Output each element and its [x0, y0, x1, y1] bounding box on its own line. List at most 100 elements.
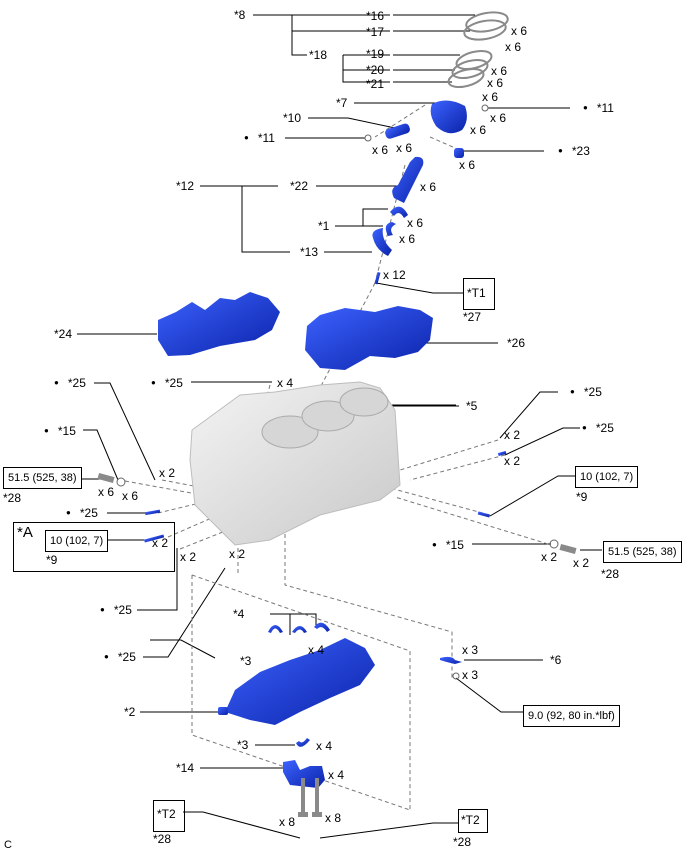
qty-25-bottom-left-2: x 2 [229, 547, 246, 561]
callout-1: *1 [318, 219, 330, 233]
qty-1b: x 6 [399, 232, 416, 246]
callout-28-right: *28 [601, 567, 620, 581]
qty-20: x 6 [487, 76, 504, 90]
seal-washer-icon [116, 477, 126, 487]
callout-14: *14 [176, 761, 195, 775]
rod-bolt-icon [374, 271, 381, 285]
callout-15-left: *15 [44, 424, 76, 440]
qty-28-left: x 6 [98, 485, 115, 499]
qty-19: x 6 [491, 64, 508, 78]
insulator-right-icon [305, 306, 433, 370]
callout-15-right: *15 [432, 538, 464, 554]
qty-3: x 4 [316, 739, 333, 753]
callout-28-bottom-left: *28 [153, 832, 172, 846]
callout-2: *2 [124, 705, 136, 719]
qty-25-right-2: x 2 [504, 454, 521, 468]
callout-t2-right: *T2 [461, 813, 480, 827]
rod-cap-icon [372, 228, 392, 256]
qty-28-bolt-b: x 8 [325, 811, 342, 825]
detail-a-frame [13, 522, 175, 572]
snap-ring-icon [364, 134, 372, 142]
callout-17: *17 [366, 25, 385, 39]
thrust-washer-icon-2 [292, 626, 307, 633]
callout-t1: *T1 [467, 286, 486, 300]
qty-11-right: x 6 [490, 111, 507, 125]
callout-20: *20 [366, 63, 385, 77]
thrust-washer-icon-3 [314, 622, 330, 632]
qty-23: x 6 [459, 158, 476, 172]
qty-6: x 3 [462, 643, 479, 657]
torque-box-28-left: 51.5 (525, 38) [3, 467, 82, 489]
callout-26: *26 [507, 336, 526, 350]
callout-25-a: *25 [54, 376, 86, 392]
callout-22: *22 [290, 179, 309, 193]
callout-t2-left: *T2 [157, 807, 176, 821]
hardware-icons [116, 104, 559, 680]
bolt-left-icon [97, 473, 115, 483]
seal-washer-icon [549, 539, 559, 549]
qty-22: x 6 [420, 180, 437, 194]
qty-17: x 6 [505, 40, 522, 54]
qty-28-right: x 2 [573, 556, 590, 570]
qty-14: x 4 [328, 768, 345, 782]
callout-11-left: *11 [244, 131, 275, 147]
callout-9-left: *9 [46, 553, 58, 567]
piston-ring-set-icon [447, 11, 509, 89]
crankshaft-icon [225, 638, 375, 725]
callout-6: *6 [550, 653, 562, 667]
callout-25-b: *25 [151, 376, 183, 392]
callout-18: *18 [309, 48, 328, 62]
main-bearing-icon [296, 738, 310, 747]
callout-9-right: *9 [576, 490, 588, 504]
main-bolt-icon [315, 778, 319, 814]
qty-1a: x 6 [407, 216, 424, 230]
qty-6-bolt: x 3 [462, 668, 479, 682]
qty-25-bottom-left-1: x 2 [180, 550, 197, 564]
thrust-washer-icon-1 [268, 625, 283, 633]
qty-4: x 4 [308, 643, 325, 657]
qty-28-bolt-a: x 8 [279, 815, 296, 829]
leader-lines [76, 14, 602, 839]
callout-16: *16 [366, 9, 385, 23]
insulator-left-icon [158, 292, 280, 356]
qty-10: x 6 [396, 141, 413, 155]
callout-11-right: *11 [583, 101, 614, 117]
callout-23: *23 [558, 144, 590, 160]
ref-box-t2-right [458, 809, 488, 833]
qty-16: x 6 [511, 24, 528, 38]
torque-box-6: 9.0 (92, 80 in.*lbf) [523, 705, 620, 727]
callout-5: *5 [466, 399, 478, 413]
callout-25-f: *25 [100, 603, 132, 619]
qty-21: x 6 [482, 90, 499, 104]
ref-box-t1 [463, 278, 495, 310]
callout-24: *24 [54, 327, 73, 341]
qty-25-left: x 2 [159, 466, 176, 480]
connecting-rod-icon [392, 156, 424, 203]
bolt-right-icon [559, 544, 577, 554]
qty-15-left: x 6 [122, 489, 139, 503]
callout-28-bottom-right: *28 [453, 835, 472, 849]
piston-pin-icon [385, 123, 410, 139]
callout-19: *19 [366, 47, 385, 61]
qty-9-left: x 2 [152, 536, 169, 550]
qty-27: x 12 [383, 268, 406, 282]
torque-box-9-right: 10 (102, 7) [575, 466, 639, 488]
bearing-cap-icon [283, 760, 325, 788]
callout-25-d: *25 [582, 421, 614, 437]
callout-28-left: *28 [3, 491, 22, 505]
callout-4: *4 [233, 607, 245, 621]
callout-12: *12 [176, 179, 195, 193]
oil-nozzle-icon [440, 656, 462, 664]
torque-box-28-right: 51.5 (525, 38) [603, 541, 682, 563]
callout-8: *8 [234, 8, 246, 22]
blue-components [144, 100, 507, 788]
bearing-lower-icon [385, 222, 396, 236]
bushing-icon [454, 148, 464, 158]
callout-25-c: *25 [570, 385, 602, 401]
bearing-upper-icon [390, 206, 408, 218]
callout-21: *21 [366, 77, 385, 91]
ref-box-t2-left [153, 800, 185, 832]
callout-13: *13 [300, 245, 319, 259]
callout-3-bottom: *3 [237, 738, 249, 752]
